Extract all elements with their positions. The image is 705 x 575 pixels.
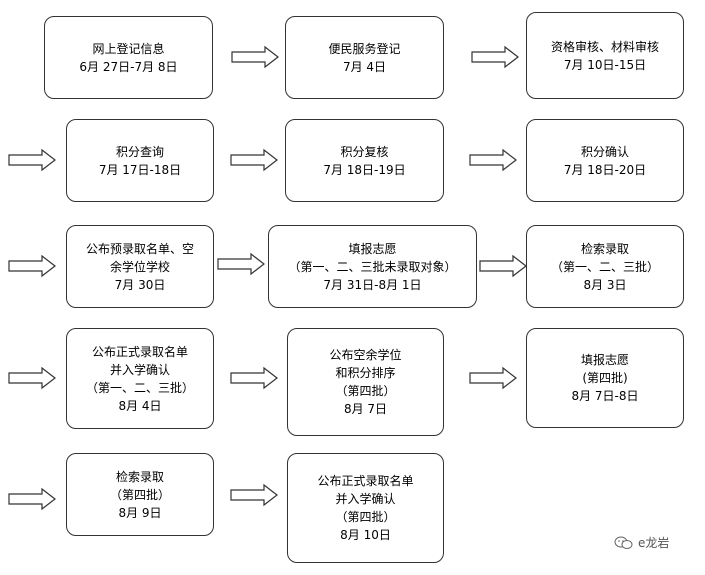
- step-title: 检索录取: [580, 241, 629, 256]
- step-subtitle: （第四批）: [335, 384, 396, 398]
- right-arrow-icon: [231, 45, 279, 69]
- step-title-cont: 并入学确认: [335, 492, 396, 506]
- right-arrow-icon: [230, 483, 278, 507]
- wechat-icon: [614, 536, 633, 549]
- step-date: 7月 4日: [342, 59, 387, 74]
- flow-step-fill-preferences-batch4: 填报志愿 (第四批) 8月 7日-8日: [526, 328, 684, 428]
- step-title-cont: 并入学确认: [109, 362, 170, 377]
- step-title: 公布正式录取名单: [317, 474, 414, 488]
- right-arrow-icon: [469, 366, 517, 390]
- right-arrow-icon: [8, 254, 56, 278]
- step-date: 7月 18日-20日: [563, 162, 647, 177]
- step-title: 填报志愿: [580, 353, 629, 367]
- step-title: 资格审核、材料审核: [550, 39, 659, 54]
- right-arrow-icon: [469, 148, 517, 172]
- watermark: e龙岩: [614, 534, 669, 551]
- step-title: 公布正式录取名单: [91, 344, 188, 359]
- flow-step-vacancy-and-ranking: 公布空余学位 和积分排序 （第四批） 8月 7日: [287, 328, 444, 436]
- step-title: 网上登记信息: [92, 41, 165, 56]
- step-subtitle: (第四批): [582, 371, 628, 385]
- right-arrow-icon: [471, 45, 519, 69]
- step-date: 8月 3日: [583, 277, 627, 292]
- step-date: 8月 10日: [340, 528, 391, 542]
- step-title: 公布空余学位: [329, 348, 402, 362]
- step-title: 填报志愿: [348, 241, 397, 256]
- step-date: 7月 17日-18日: [98, 162, 182, 177]
- right-arrow-icon: [217, 252, 265, 276]
- step-subtitle: （第一、二、三批）: [550, 259, 659, 274]
- step-title-cont: 余学位学校: [109, 259, 170, 274]
- flow-step-official-admission-batch4: 公布正式录取名单 并入学确认 （第四批） 8月 10日: [287, 453, 444, 563]
- right-arrow-icon: [479, 254, 527, 278]
- step-subtitle: （第一、二、三批未录取对象）: [288, 259, 457, 274]
- step-subtitle: （第四批）: [109, 487, 170, 502]
- step-date: 8月 9日: [118, 505, 162, 520]
- right-arrow-icon: [230, 148, 278, 172]
- step-date: 8月 4日: [118, 398, 162, 413]
- step-date: 8月 7日: [343, 402, 388, 416]
- flow-step-points-confirm: 积分确认 7月 18日-20日: [526, 119, 684, 202]
- flow-step-online-registration: 网上登记信息 6月 27日-7月 8日: [44, 16, 213, 99]
- step-date: 7月 31日-8月 1日: [323, 277, 422, 292]
- step-title: 便民服务登记: [328, 41, 401, 56]
- step-title-cont: 和积分排序: [335, 366, 396, 380]
- step-date: 7月 10日-15日: [563, 57, 647, 72]
- right-arrow-icon: [8, 487, 56, 511]
- flow-step-pre-admission-list: 公布预录取名单、空 余学位学校 7月 30日: [66, 225, 214, 308]
- flow-step-search-admission: 检索录取 （第一、二、三批） 8月 3日: [526, 225, 684, 308]
- flow-step-official-admission-list: 公布正式录取名单 并入学确认 （第一、二、三批） 8月 4日: [66, 328, 214, 429]
- watermark-text: e龙岩: [638, 536, 670, 550]
- right-arrow-icon: [8, 366, 56, 390]
- flow-step-points-recheck: 积分复核 7月 18日-19日: [285, 119, 444, 202]
- flow-step-points-query: 积分查询 7月 17日-18日: [66, 119, 214, 202]
- right-arrow-icon: [8, 148, 56, 172]
- step-title: 积分查询: [115, 144, 164, 159]
- step-subtitle: （第四批）: [335, 510, 396, 524]
- flow-step-qualification-review: 资格审核、材料审核 7月 10日-15日: [526, 12, 684, 99]
- flow-step-fill-preferences: 填报志愿 （第一、二、三批未录取对象） 7月 31日-8月 1日: [268, 225, 477, 308]
- step-title: 检索录取: [115, 469, 164, 484]
- step-date: 7月 30日: [114, 277, 166, 292]
- step-date: 8月 7日-8日: [571, 389, 639, 403]
- right-arrow-icon: [230, 366, 278, 390]
- step-date: 7月 18日-19日: [323, 162, 406, 177]
- step-title: 积分确认: [580, 144, 629, 159]
- step-title: 积分复核: [340, 144, 389, 159]
- step-title: 公布预录取名单、空: [85, 241, 194, 256]
- flow-step-search-admission-batch4: 检索录取 （第四批） 8月 9日: [66, 453, 214, 536]
- flow-step-service-registration: 便民服务登记 7月 4日: [285, 16, 444, 99]
- step-date: 6月 27日-7月 8日: [79, 59, 178, 74]
- step-subtitle: （第一、二、三批）: [85, 380, 194, 395]
